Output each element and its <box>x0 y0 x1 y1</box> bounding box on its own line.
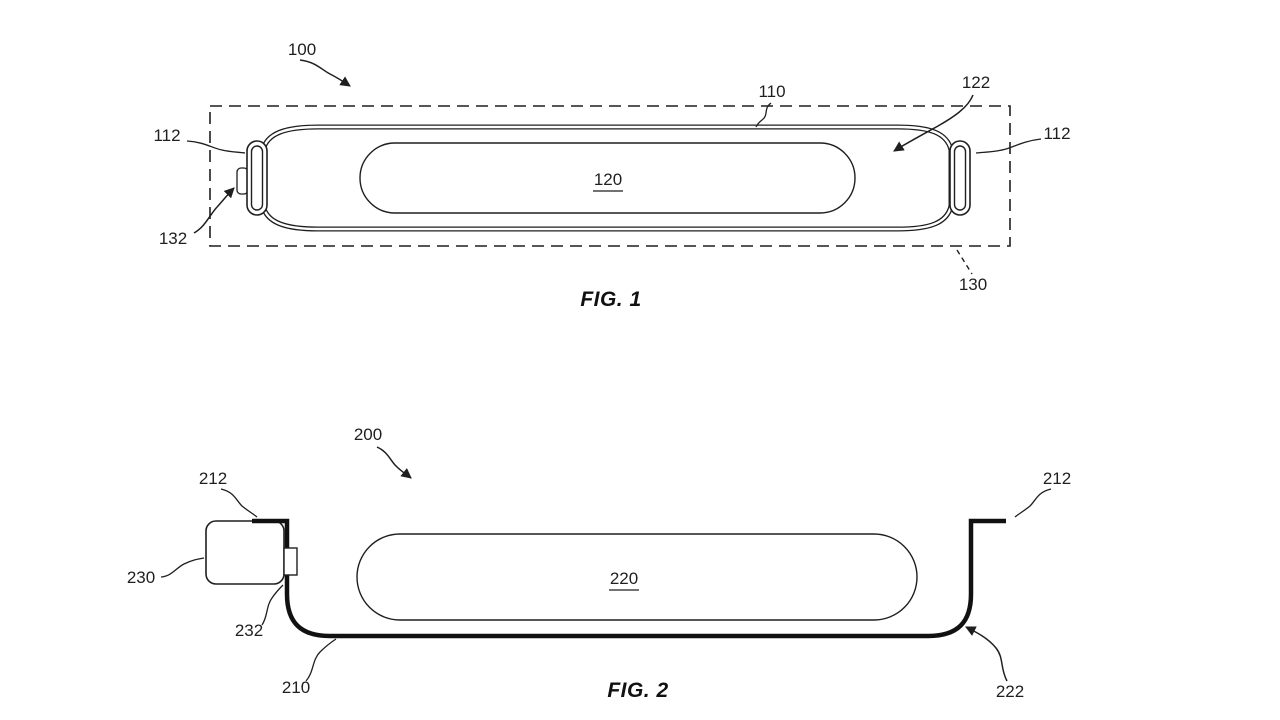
figure-1: 100 110 122 112 112 132 130 120 FIG. 1 <box>153 40 1070 311</box>
fig2-ref-212-right-label: 212 <box>1043 469 1071 488</box>
fig2-tray-outline <box>252 518 1006 639</box>
fig1-right-seal-tab-outer <box>949 140 971 216</box>
fig2-leader-230 <box>160 557 205 578</box>
fig1-leader-132 <box>193 187 235 234</box>
fig2-ref-230-label: 230 <box>127 568 155 587</box>
fig1-ref-112-right-label: 112 <box>1043 124 1070 143</box>
fig2-leader-212-right <box>1014 488 1052 518</box>
fig2-ref-200-label: 200 <box>354 425 382 444</box>
fig1-leader-112-left <box>186 140 246 154</box>
fig2-wall-tab <box>283 547 298 576</box>
fig2-leader-232 <box>261 584 284 626</box>
fig1-leader-110 <box>755 102 772 128</box>
fig1-ref-112-left-label: 112 <box>153 126 180 145</box>
fig2-ref-212-left-label: 212 <box>199 469 227 488</box>
fig2-ref-220-label: 220 <box>610 569 638 588</box>
fig2-ref-232-label: 232 <box>235 621 263 640</box>
figure-2: 200 212 212 230 232 210 222 220 FIG. 2 <box>127 425 1071 702</box>
fig1-ref-110-label: 110 <box>758 82 785 101</box>
fig1-ref-130-label: 130 <box>959 275 987 294</box>
fig1-cell-capsule <box>359 142 856 214</box>
fig2-ref-222-label: 222 <box>996 682 1024 701</box>
fig1-ref-120-label: 120 <box>594 170 622 189</box>
fig1-leader-122 <box>893 94 974 152</box>
fig1-caption: FIG. 1 <box>580 288 641 311</box>
fig2-leader-200 <box>376 446 412 479</box>
fig1-leader-130 <box>956 249 973 275</box>
fig1-ref-122-label: 122 <box>962 73 990 92</box>
fig1-left-seal-tab-outer <box>246 140 268 216</box>
fig1-ref-132-label: 132 <box>159 229 187 248</box>
fig2-leader-212-left <box>220 488 258 518</box>
fig1-leader-112-right <box>975 138 1042 154</box>
fig2-caption: FIG. 2 <box>607 679 668 702</box>
fig2-mount-block <box>205 520 285 585</box>
fig1-leader-100 <box>299 59 351 87</box>
fig1-dashed-enclosure <box>209 105 1011 247</box>
fig1-ref-100-label: 100 <box>288 40 316 59</box>
fig2-cell-capsule <box>356 533 918 621</box>
fig1-left-seal-tab-inner <box>250 145 264 211</box>
fig1-right-seal-tab-inner <box>953 145 967 211</box>
fig2-leader-222 <box>965 626 1008 682</box>
fig2-leader-210 <box>305 638 337 682</box>
fig2-ref-210-label: 210 <box>282 678 310 697</box>
